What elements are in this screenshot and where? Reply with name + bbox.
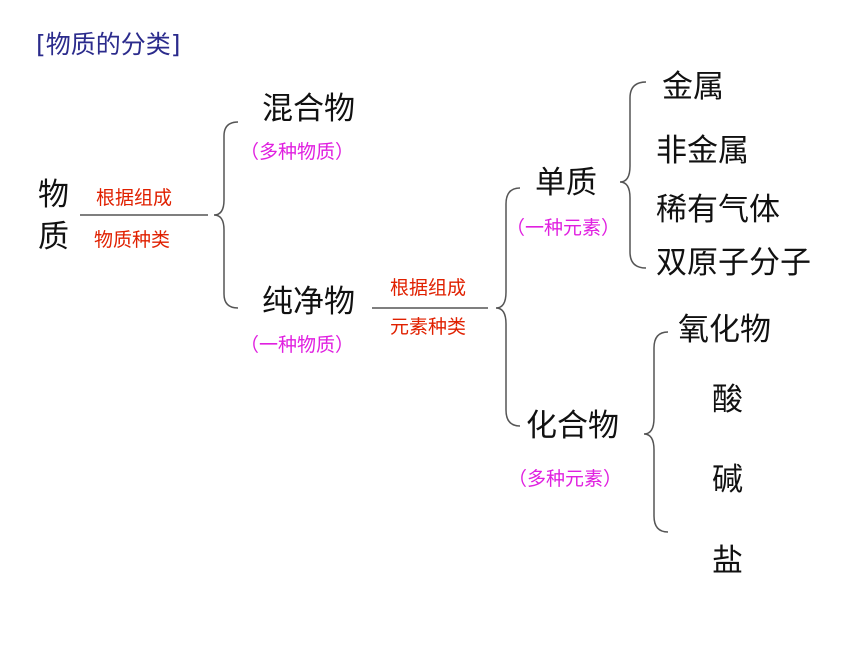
- element-type-item: 非金属: [656, 133, 749, 169]
- compound-type-item: 酸: [712, 382, 743, 418]
- compound-type-item: 氧化物: [678, 312, 771, 348]
- element-label: 单质: [535, 165, 597, 201]
- root-label-line1: 物: [38, 177, 69, 213]
- criterion1-line1: 根据组成: [96, 187, 173, 209]
- brace-level2: [495, 187, 521, 427]
- pure-label: 纯净物: [262, 284, 355, 320]
- criterion2-line1: 根据组成: [390, 277, 467, 299]
- mixture-note: （多种物质）: [240, 141, 355, 163]
- element-type-item: 稀有气体: [656, 192, 780, 228]
- compound-type-item: 盐: [712, 543, 743, 579]
- compound-note: （多种元素）: [508, 468, 623, 490]
- page-title: [物质的分类]: [36, 30, 181, 59]
- element-type-item: 双原子分子: [656, 245, 811, 281]
- criterion1-line2: 物质种类: [94, 229, 171, 251]
- brace-level1: [213, 121, 239, 309]
- compound-type-item: 碱: [712, 462, 743, 498]
- compound-label: 化合物: [526, 408, 619, 444]
- brace-compound-types: [643, 331, 669, 533]
- pure-note: （一种物质）: [240, 334, 355, 356]
- element-note: （一种元素）: [506, 217, 621, 239]
- brace-element-types: [619, 81, 647, 269]
- root-label-line2: 质: [38, 219, 69, 255]
- criterion2-line2: 元素种类: [390, 316, 467, 338]
- element-type-item: 金属: [662, 69, 724, 105]
- mixture-label: 混合物: [262, 91, 355, 127]
